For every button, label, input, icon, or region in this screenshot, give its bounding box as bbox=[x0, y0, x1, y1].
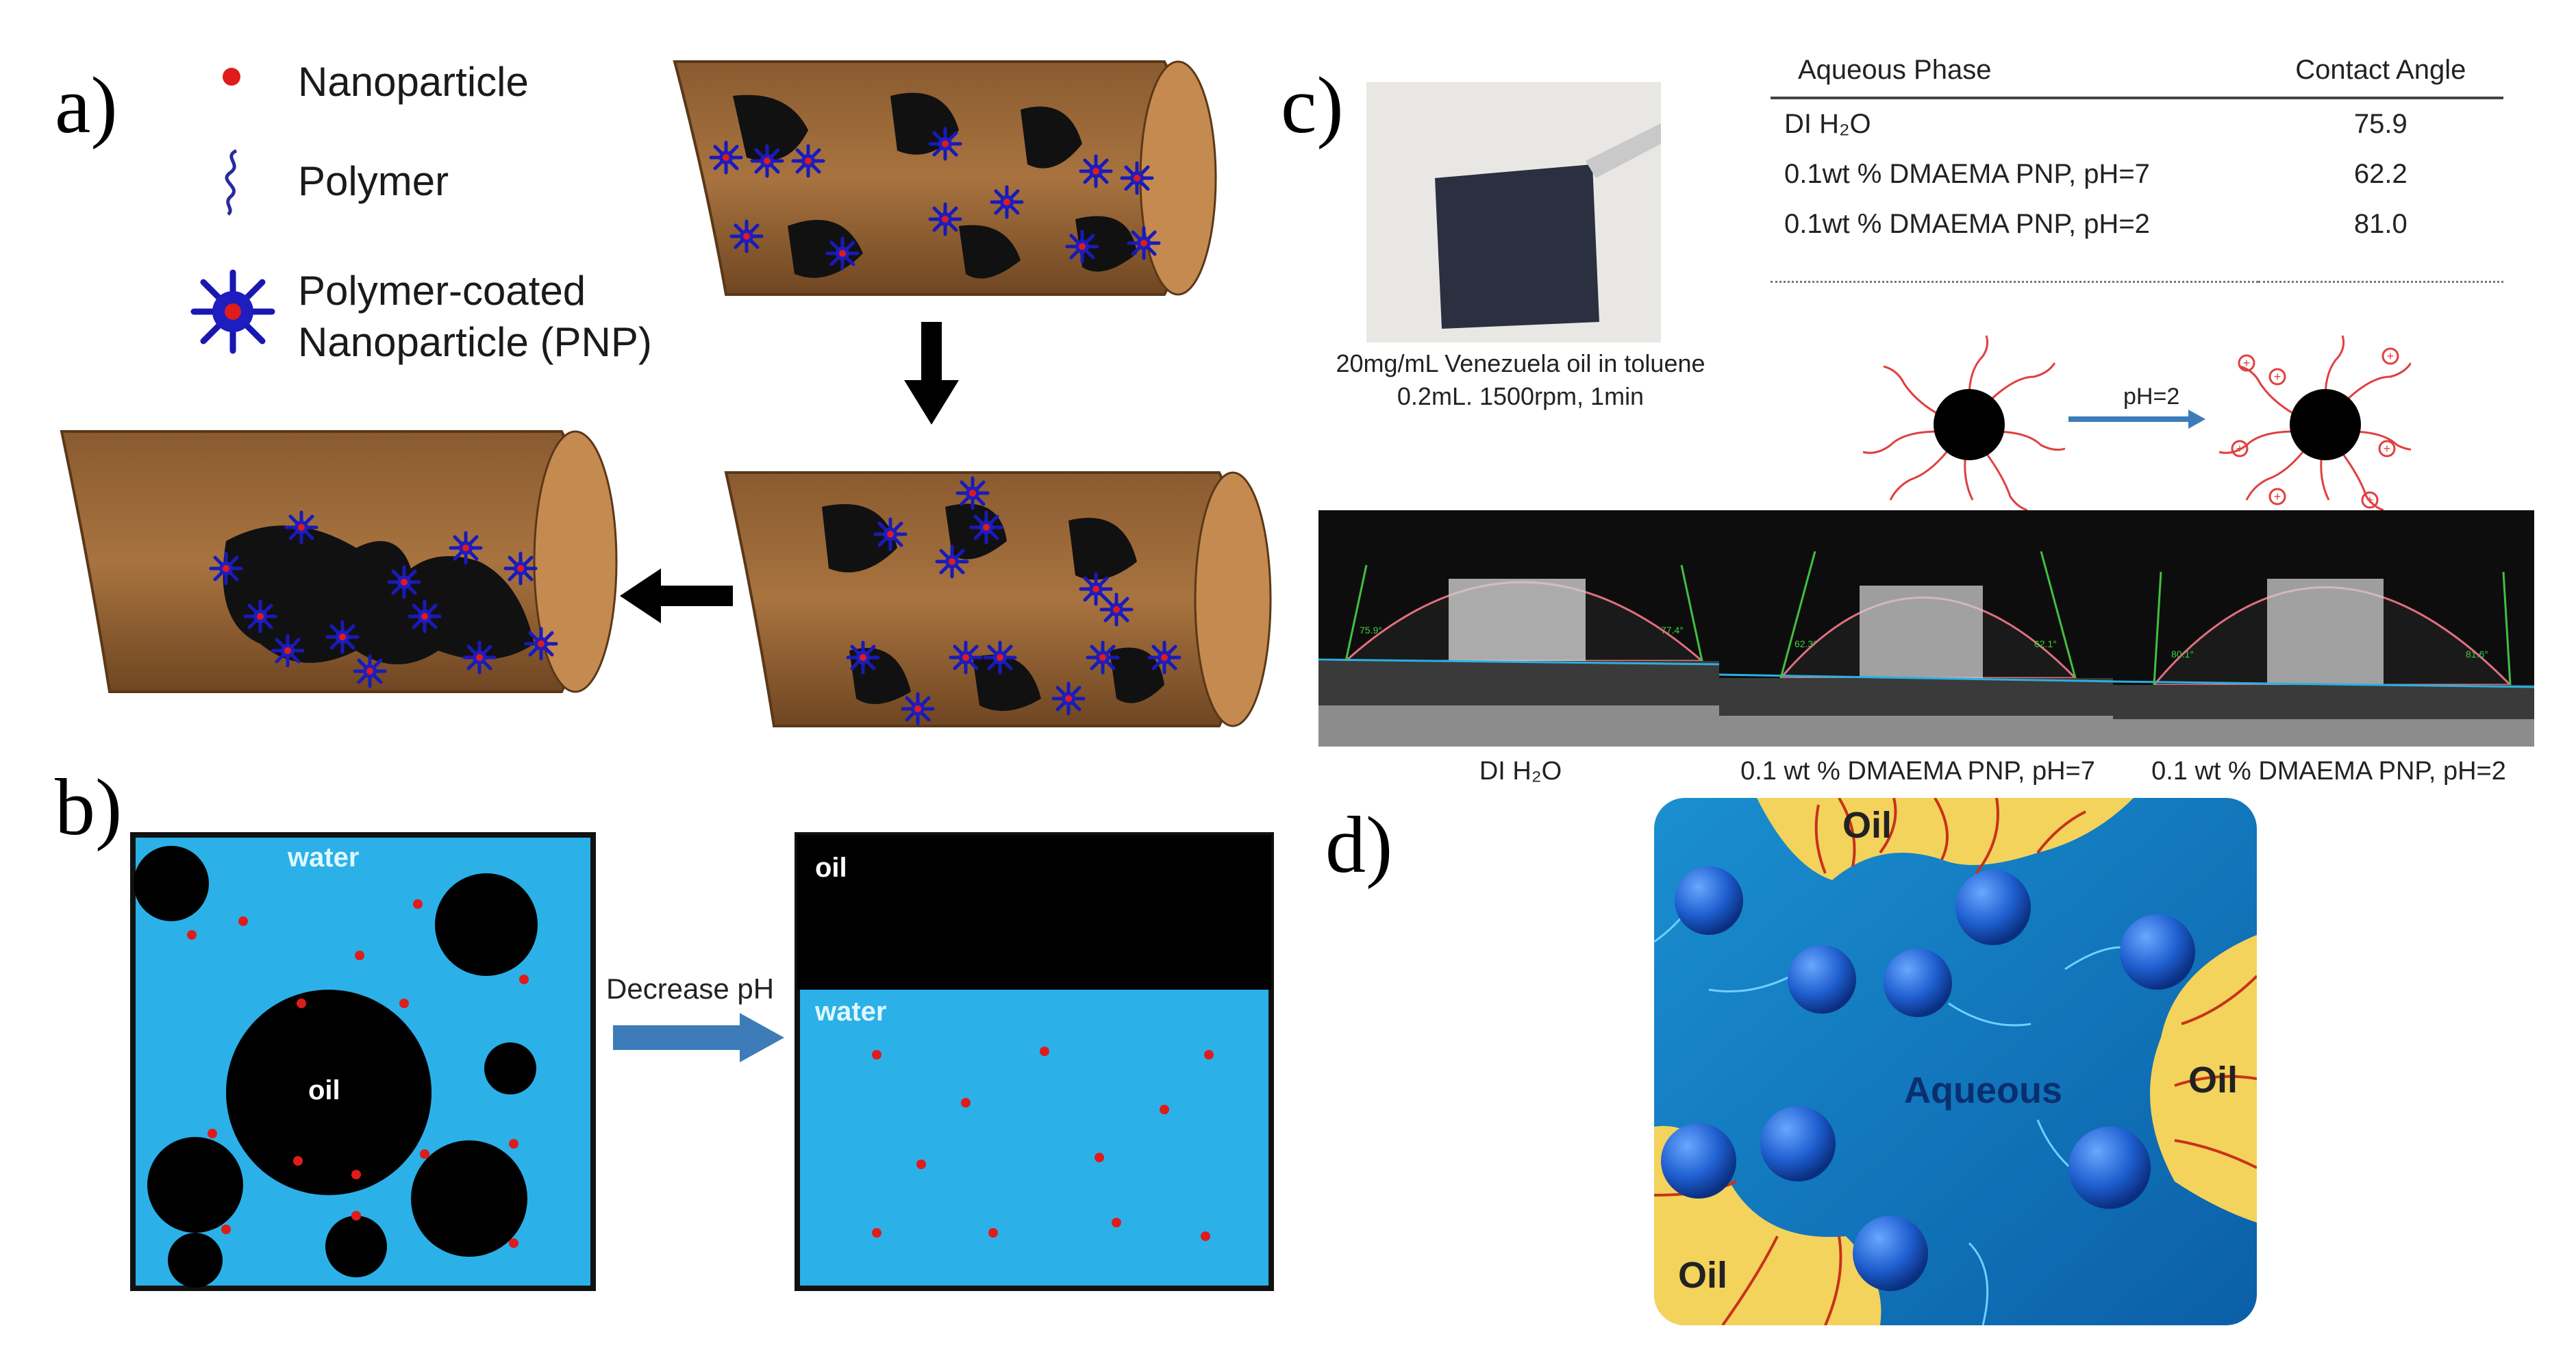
oil-label-top: Oil bbox=[1842, 805, 1892, 846]
table-cell-angle: 81.0 bbox=[2353, 209, 2408, 239]
droplet-image-ph2: 80.1° 81.6° bbox=[2113, 510, 2534, 747]
oil-label-right: Oil bbox=[2188, 1060, 2238, 1101]
arrow-right-icon bbox=[613, 1013, 784, 1062]
oil-label-bottom: Oil bbox=[1678, 1255, 1727, 1296]
table-header-row: Aqueous Phase Contact Angle bbox=[1771, 48, 2503, 99]
contact-angle-table: Aqueous Phase Contact Angle DI H₂O 75.9 … bbox=[1771, 48, 2503, 283]
svg-text:+: + bbox=[2366, 493, 2374, 507]
droplet-image-di-water: 75.9° 77.4° bbox=[1318, 510, 1723, 747]
svg-text:+: + bbox=[2236, 442, 2244, 455]
drop1-left-angle: 75.9° bbox=[1360, 625, 1382, 636]
svg-text:+: + bbox=[2384, 442, 2391, 455]
panel-b-emulsion-left: water oil bbox=[130, 832, 596, 1291]
panel-b-separated-right: oil water bbox=[795, 832, 1274, 1291]
panel-label-d: d) bbox=[1325, 800, 1393, 890]
aqueous-label: Aqueous bbox=[1904, 1070, 2062, 1111]
drop2-left-angle: 62.3° bbox=[1795, 638, 1817, 649]
table-row: 0.1wt % DMAEMA PNP, pH=7 62.2 bbox=[1771, 149, 2503, 199]
arrow-down-icon bbox=[904, 322, 959, 425]
legend-nanoparticle-icon bbox=[223, 68, 240, 86]
table-cell-angle: 62.2 bbox=[2353, 159, 2408, 189]
drop1-right-angle: 77.4° bbox=[1661, 625, 1684, 636]
droplet-image-ph7: 62.3° 62.1° bbox=[1719, 510, 2116, 747]
table-row: 0.1wt % DMAEMA PNP, pH=2 81.0 bbox=[1771, 199, 2503, 282]
svg-text:+: + bbox=[2387, 349, 2394, 363]
rock-core-adsorbed bbox=[724, 471, 1272, 727]
left-water-label: water bbox=[287, 842, 360, 873]
table-row: DI H₂O 75.9 bbox=[1771, 98, 2503, 149]
drop-label-ph2: 0.1 wt % DMAEMA PNP, pH=2 bbox=[2151, 757, 2506, 786]
table-header-angle: Contact Angle bbox=[2258, 48, 2503, 99]
rock-core-diagrams bbox=[60, 60, 1272, 727]
table-header-phase: Aqueous Phase bbox=[1771, 48, 2258, 99]
legend-nanoparticle-label: Nanoparticle bbox=[298, 59, 529, 105]
pnp-ph-schematic: pH=2 + + + + + + + bbox=[1862, 335, 2411, 512]
rock-core-initial bbox=[673, 60, 1217, 296]
photo-caption-line2: 0.2mL. 1500rpm, 1min bbox=[1397, 382, 1645, 410]
arrow-left-icon bbox=[620, 568, 733, 623]
svg-text:+: + bbox=[2274, 490, 2281, 503]
panel-label-b: b) bbox=[55, 762, 123, 852]
table-cell-phase: 0.1wt % DMAEMA PNP, pH=2 bbox=[1784, 209, 2150, 239]
drop3-left-angle: 80.1° bbox=[2171, 649, 2194, 660]
right-water-label: water bbox=[814, 997, 887, 1027]
svg-text:+: + bbox=[2274, 370, 2281, 384]
wafer-photo bbox=[1366, 82, 1661, 342]
legend-polymer-label: Polymer bbox=[298, 158, 449, 204]
drop-label-ph7: 0.1 wt % DMAEMA PNP, pH=7 bbox=[1740, 757, 2095, 786]
left-oil-label: oil bbox=[308, 1075, 340, 1105]
legend-polymer-icon bbox=[225, 149, 238, 216]
table-cell-angle: 75.9 bbox=[2353, 109, 2408, 139]
table-cell-phase: 0.1wt % DMAEMA PNP, pH=7 bbox=[1784, 159, 2150, 189]
panel-d-interface-illustration: Oil Oil Oil Aqueous bbox=[1654, 798, 2257, 1325]
legend-pnp-label-line1: Polymer-coated bbox=[298, 268, 586, 314]
rock-core-released bbox=[60, 430, 618, 693]
drop-label-di-water: DI H₂O bbox=[1479, 757, 1562, 786]
panel-label-a: a) bbox=[55, 60, 118, 150]
ph-label: pH=2 bbox=[2123, 384, 2179, 410]
drop3-right-angle: 81.6° bbox=[2466, 649, 2488, 660]
ph-arrow-icon bbox=[2068, 410, 2205, 429]
neutral-pnp-icon bbox=[1862, 335, 2066, 512]
photo-caption-line1: 20mg/mL Venezuela oil in toluene bbox=[1336, 349, 1705, 377]
decrease-ph-label: Decrease pH bbox=[606, 973, 775, 1005]
table-cell-phase: DI H₂O bbox=[1784, 109, 1871, 139]
drop2-right-angle: 62.1° bbox=[2034, 638, 2057, 649]
right-oil-label: oil bbox=[815, 853, 847, 883]
legend-pnp-icon bbox=[190, 269, 275, 354]
panel-label-c: c) bbox=[1281, 60, 1344, 150]
legend-pnp-label-line2: Nanoparticle (PNP) bbox=[298, 319, 652, 365]
svg-text:+: + bbox=[2243, 356, 2251, 370]
